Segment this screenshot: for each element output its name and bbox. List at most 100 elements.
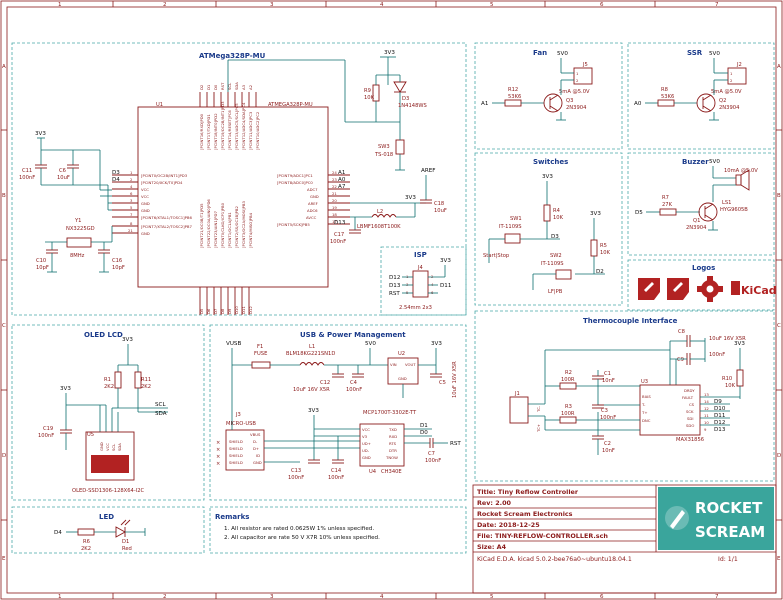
- fan-conn-pin2: 2: [576, 78, 579, 83]
- fan-conn-pin1: 1: [576, 71, 579, 76]
- mcu-net-d4: D4: [112, 177, 120, 183]
- isp-net-d12: D12: [389, 275, 400, 281]
- mcu-left-pin-6: GND: [141, 208, 150, 213]
- mcu-right-num-7: 18: [332, 212, 337, 217]
- buzzer-section: Buzzer 5V0 10mA @5.0V LS1 HYG9605B D5 R7…: [627, 152, 775, 256]
- usb-section: USB & Power Management VUSB F1 FUSE L1 B…: [209, 324, 467, 501]
- reset-rail: 3V3: [384, 50, 395, 56]
- bridge-pin-udm: UD-: [362, 448, 370, 453]
- buzzer-r-value: 27K: [662, 202, 673, 208]
- isp-net-d13: D13: [389, 283, 401, 289]
- mcu-bottom-net-3: D7: [213, 308, 218, 314]
- cap-c17-value: 100nF: [330, 239, 346, 245]
- mcu-left-num-4: 6: [130, 191, 133, 196]
- switch-net-d2: D2: [596, 269, 604, 275]
- ssr-current: 5mA @5.0V: [711, 89, 742, 95]
- ruler-top-7: 7: [715, 2, 719, 8]
- oled-screen: [91, 455, 129, 473]
- buzzer-section-box: [627, 152, 775, 256]
- ssr-rail: 5V0: [709, 51, 720, 57]
- thermo-pin-sdi: SDI: [687, 416, 693, 421]
- fan-section: Fan 5V0 J5 1 2 5mA @5.0V A1 R12 53K6 Q3 …: [474, 42, 623, 150]
- thermo-pin-num-13: 13: [704, 392, 709, 397]
- buzzer-transistor: [698, 202, 718, 222]
- usb-rail-3v3: 3V3: [431, 341, 442, 347]
- thermo-net-d9: D9: [714, 399, 722, 405]
- rev-text: Rev: 2.00: [477, 499, 512, 507]
- logos-section: Logos KiCad: [627, 259, 777, 311]
- usb-conn-ref: J3: [235, 412, 241, 418]
- thermo-ic: [639, 384, 701, 436]
- bridge-pin-udp: UD+: [362, 441, 371, 446]
- bridge-ref: U4: [369, 469, 377, 475]
- thermo-ic-part: MAX31856: [676, 437, 704, 443]
- led-title: LED: [99, 513, 114, 521]
- mcu-net-a0: A0: [338, 177, 346, 183]
- mcu-top-pin-9: [PCINT10/ADC2]PC2: [255, 111, 260, 150]
- mcu-bottom-pin-8: [PCINT4/MISO]PB4: [248, 212, 253, 248]
- mcu-bottom-pin-1: [PCINT21/OC0B/T1]PD5: [199, 203, 204, 248]
- mcu-aref-filter: AREF C18 10uF 3V3 L2 LBMF1608T100K C17 1…: [330, 168, 447, 245]
- mcu-top-net-5: SCL: [227, 82, 232, 90]
- mcu-top-net-2: D1: [206, 84, 211, 90]
- title-text: Title: Tiny Reflow Controller: [477, 488, 579, 496]
- sw1-ref: SW1: [510, 216, 522, 222]
- ssr-r-value: 53K6: [661, 94, 674, 100]
- fan-conn-ref: J5: [582, 62, 588, 68]
- mcu-ref: U1: [156, 102, 163, 108]
- fan-title: Fan: [533, 49, 547, 57]
- reset-diode: [393, 81, 407, 93]
- bridge-pin-rxd: RXD: [389, 434, 397, 439]
- logo-line-1: ROCKET: [695, 499, 763, 517]
- usb-title: USB & Power Management: [300, 331, 406, 339]
- oled-r11-ref: R11: [141, 377, 151, 383]
- nc-mark-1: ×: [216, 440, 220, 446]
- thermo-c3-ref: C3: [601, 408, 608, 414]
- ruler-side-c: C: [2, 323, 6, 329]
- switch-r4-value: 10K: [553, 215, 564, 221]
- ssr-conn-ref: J2: [736, 62, 742, 68]
- ruler-side-b-r: B: [777, 193, 781, 199]
- thermo-net-d13: D13: [714, 427, 726, 433]
- file-text: File: TINY-REFLOW-CONTROLLER.sch: [477, 532, 608, 540]
- usb-c12-value: 10uF 16V X5R: [293, 387, 330, 393]
- mcu-section-box: [11, 42, 467, 316]
- usb-conn-part: MICRO-USB: [226, 421, 256, 427]
- mcu-bottom-pin-2: [PCINT22/OC0A/AIN0]PD6: [206, 199, 211, 248]
- mcu-left-num-3: 4: [130, 184, 133, 189]
- mcu-left-num-7: 7: [130, 212, 133, 217]
- remarks-section: Remarks 1. All resistor are rated 0.0625…: [209, 506, 467, 554]
- thermo-net-d12: D12: [714, 420, 725, 426]
- thermo-pin-fault: FAULT: [682, 395, 694, 400]
- cap-c11-value: 100nF: [19, 175, 35, 181]
- mcu-bottom-pin-3: [PCINT23/AIN1]PD7: [213, 211, 218, 248]
- fan-r-ref: R12: [508, 87, 518, 93]
- thermo-pin-tplus: T+: [641, 410, 648, 415]
- thermo-pin-sdo: SDO: [686, 423, 694, 428]
- mcu-top-pin-5: [PCINT14/RESET]PC6: [227, 110, 232, 150]
- usb-connector: [225, 429, 265, 471]
- usb-pin-dminus: D-: [253, 439, 258, 444]
- sheet-id-text: Id: 1/1: [718, 556, 738, 563]
- thermo-net-d11: D11: [714, 413, 726, 419]
- usb-l-ref: L1: [309, 344, 315, 350]
- reset-d-value: 1N4148WS: [398, 103, 427, 109]
- ssr-net: A0: [634, 101, 642, 107]
- reset-switch: [395, 139, 405, 155]
- switches-rail-2: 3V3: [590, 211, 601, 217]
- mcu-top-net-7: A3: [241, 84, 246, 90]
- thermo-c8-ref: C8: [678, 329, 685, 335]
- usb-pin-shield-2: SHIELD: [229, 446, 243, 451]
- ruler-top-5: 5: [490, 2, 494, 8]
- mcu-bottom-net-5: D9: [227, 308, 232, 314]
- mcu-right-pin-4: GND: [310, 194, 319, 199]
- ruler-side-a-r: A: [777, 64, 781, 70]
- thermo-pin-cs: CS: [689, 402, 695, 407]
- mcu-rail-label: 3V3: [35, 131, 46, 137]
- inductor-l2: [371, 214, 397, 218]
- mcu-top-pin-7: [PCINT12/ADC4/SDA]PC4: [241, 102, 246, 150]
- mcu-bottom-pin-7: [PCINT3/OC2A/MOSI]PB3: [241, 201, 246, 248]
- oled-part: OLED-SSD1306-128X64-I2C: [72, 488, 145, 494]
- ruler-side-a: A: [2, 64, 6, 70]
